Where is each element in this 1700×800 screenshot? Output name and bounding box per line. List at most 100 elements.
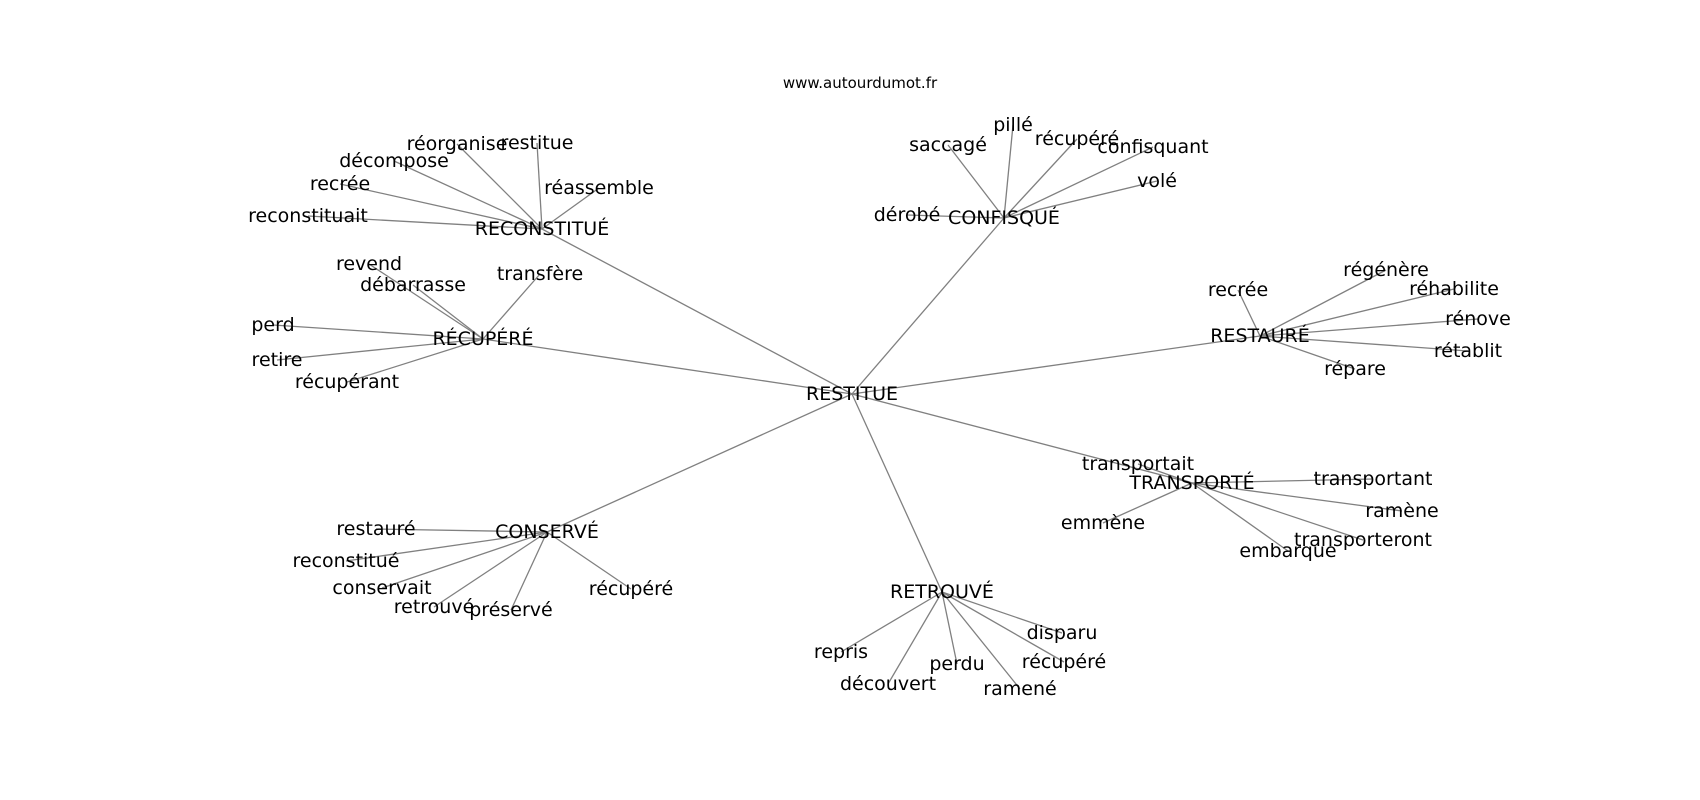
word-node-label: découvert [840,673,936,695]
edge-center-hub [851,335,1261,395]
edge-hub-word [1237,289,1261,337]
word-node-label: conservait [332,577,431,599]
edge-hub-word [482,273,541,340]
edge-hub-word [368,263,484,340]
word-node-label: restitue [501,132,574,154]
word-node-label: revend [336,253,402,275]
word-node-label: retrouvé [394,596,475,618]
edge-hub-word [346,338,484,383]
edge-hub-word [1259,318,1479,337]
hub-node-label: RESTAURÉ [1210,324,1310,347]
edge-hub-word [1003,124,1014,219]
edge-hub-word [1259,269,1387,337]
edge-hub-word [433,531,548,608]
word-node-label: transportant [1314,468,1433,490]
edge-hub-word [887,591,943,685]
edge-center-hub [851,393,1193,484]
edge-center-hub [546,393,853,533]
word-node-label: récupérant [295,371,399,393]
word-node-label: répare [1324,358,1386,380]
hub-node-label: CONSERVÉ [495,520,599,543]
word-node-label: confisquant [1097,136,1208,158]
edge-hub-word [412,284,484,340]
edge-hub-word [1137,463,1193,484]
edge-hub-word [1259,288,1455,337]
word-node-label: saccagé [909,134,987,156]
word-node-label: volé [1137,170,1177,192]
hub-node-label: TRANSPORTÉ [1128,471,1254,494]
word-node-label: réorganise [407,133,508,155]
edge-center-hub [851,393,943,593]
edge-center-hub [851,217,1005,395]
hub-node-label: CONFISQUÉ [948,206,1060,229]
edge-hub-word [510,531,548,611]
word-node-label: restauré [336,518,415,540]
edge-hub-word [840,591,943,653]
hub-node-label: RÉCUPÉRÉ [432,327,533,350]
edge-hub-word [339,183,543,230]
graph-labels: www.autourdumot.fr RESTITUE RECONSTITUÉ ré… [248,74,1511,700]
edge-hub-word [906,214,1005,219]
edge-hub-word [1003,138,1078,219]
edge-hub-word [1191,482,1364,541]
edge-hub-word [1259,335,1356,370]
word-node-label: retire [252,349,303,371]
word-node-label: préservé [469,599,552,621]
word-node-label: récupéré [1035,128,1119,150]
edge-hub-word [272,324,484,340]
edge-hub-word [1259,335,1469,352]
edge-center-hub [541,228,853,395]
edge-hub-word [1191,482,1403,512]
word-node-label: réassemble [544,177,654,199]
hub-node-label: RETROUVÉ [890,580,994,603]
word-node-label: emmène [1061,512,1145,534]
center-node-label: RESTITUE [806,383,898,405]
edge-hub-word [1102,482,1193,524]
word-node-label: perdu [929,653,984,675]
edge-hub-word [381,531,548,589]
word-node-label: récupéré [1022,651,1106,673]
graph-edges [272,124,1479,690]
edge-hub-word [941,591,1065,663]
word-node-label: transportait [1082,453,1194,475]
word-node-label: embarque [1239,540,1336,562]
word-node-label: recrée [1208,279,1268,301]
word-node-label: perd [251,314,294,336]
source-caption: www.autourdumot.fr [783,74,938,92]
word-node-label: débarrasse [360,274,466,296]
word-node-label: transfère [497,263,583,285]
word-node-label: décompose [339,150,449,172]
edge-hub-word [546,531,632,590]
edge-hub-word [941,591,958,665]
word-node-label: pillé [993,114,1033,136]
word-node-label: repris [814,641,868,663]
word-node-label: récupéré [589,578,673,600]
edge-hub-word [1003,146,1154,219]
word-node-label: recrée [310,173,370,195]
edge-hub-word [1191,478,1374,484]
word-node-label: réhabilite [1409,278,1499,300]
edge-hub-word [1003,180,1158,219]
edge-hub-word [456,143,543,230]
edge-hub-word [941,591,1021,690]
word-node-label: reconstituait [248,205,368,227]
word-node-label: disparu [1027,622,1098,644]
edge-hub-word [375,528,548,533]
word-node-label: reconstitué [292,550,399,572]
edge-hub-word [541,187,600,230]
edge-hub-word [345,531,548,562]
edge-center-hub [482,338,853,395]
hub-node-label: RECONSTITUÉ [475,217,609,240]
word-node-label: régénère [1343,259,1429,281]
word-node-label: rénove [1445,308,1511,330]
word-node-label: rétablit [1434,340,1502,362]
word-node-label: dérobé [874,204,941,226]
edge-hub-word [276,338,484,361]
edge-hub-word [1191,482,1289,552]
edge-hub-word [947,144,1005,219]
word-node-label: ramène [1365,500,1438,522]
edge-hub-word [941,591,1063,634]
word-node-label: ramené [983,678,1056,700]
edge-hub-word [536,142,543,230]
